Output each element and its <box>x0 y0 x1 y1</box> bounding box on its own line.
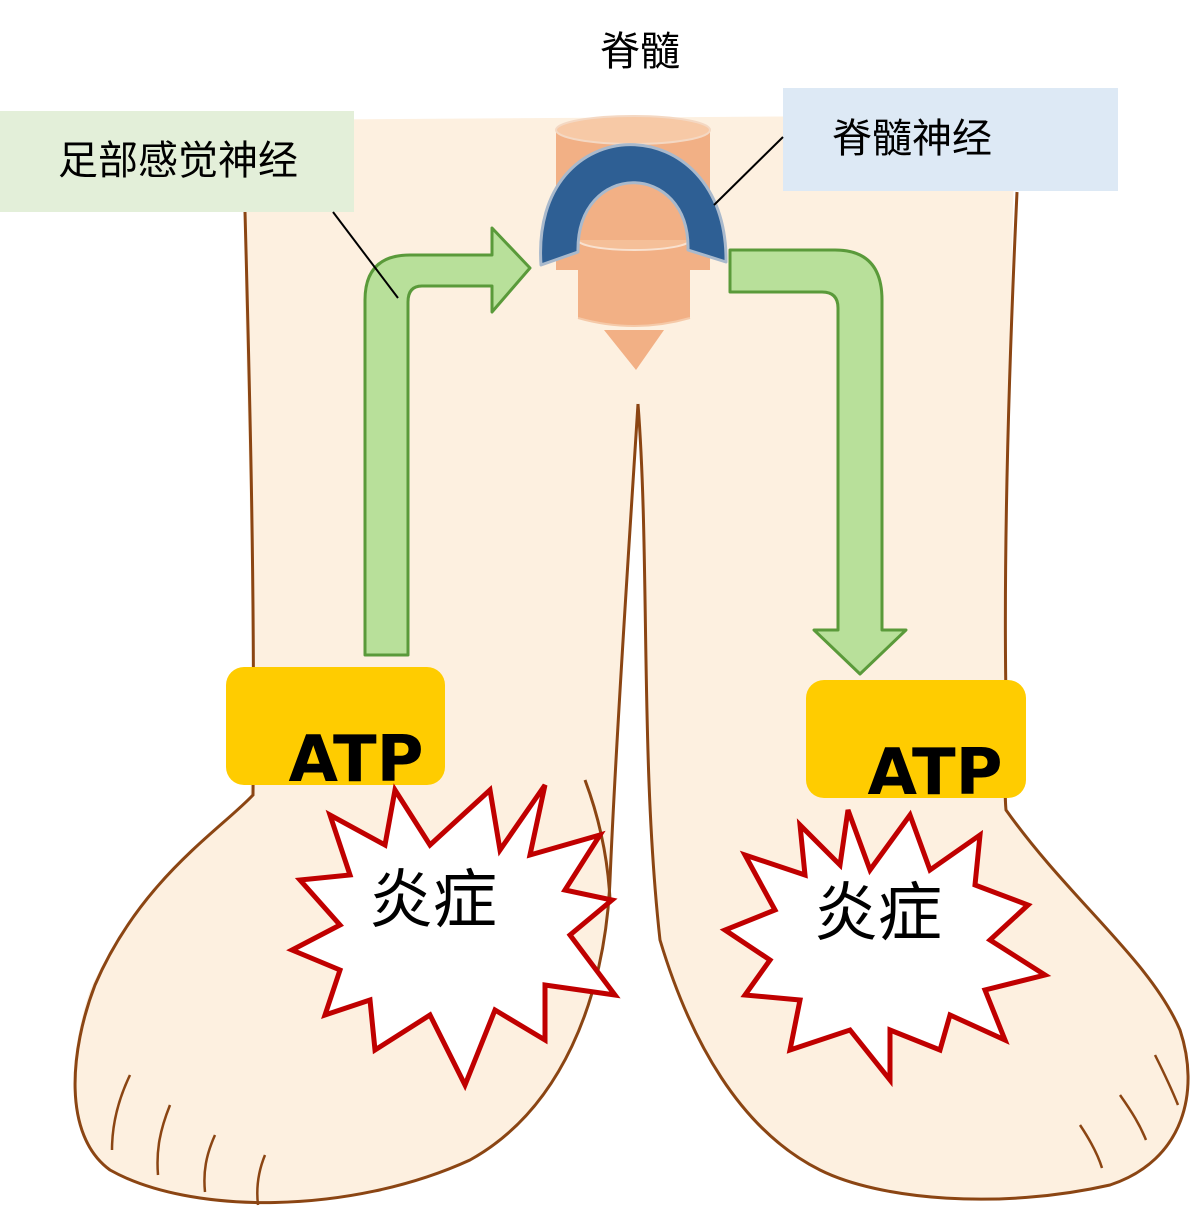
spinal-cord-label: 脊髓 <box>600 29 680 75</box>
afferent-arrow <box>363 226 532 657</box>
right-atp-box: ATP <box>806 680 1026 810</box>
left-inflammation-label: 炎症 <box>369 864 497 938</box>
left-atp-label: ATP <box>288 723 423 797</box>
right-burst-shape <box>719 809 1052 1088</box>
left-burst-shape <box>286 783 621 1092</box>
right-inflammation-burst: 炎症 <box>719 809 1052 1088</box>
left-atp-box: ATP <box>226 667 445 797</box>
left-ankle-crease <box>583 779 612 901</box>
foot-sensory-nerve-callout: 足部感觉神经 <box>0 111 399 299</box>
spinal-nerve-label: 脊髓神经 <box>832 116 992 162</box>
left-toe-lines <box>110 1074 267 1206</box>
spinal-nerve-arc <box>539 143 728 267</box>
right-inflammation-label: 炎症 <box>814 877 942 951</box>
left-inflammation-burst: 炎症 <box>286 783 621 1092</box>
efferent-arrow <box>728 248 908 676</box>
spinal-nerve-callout: 脊髓神经 <box>713 88 1118 206</box>
right-atp-label: ATP <box>867 736 1002 810</box>
foot-sensory-nerve-label: 足部感觉神经 <box>58 138 298 184</box>
right-toe-lines <box>1078 1054 1180 1169</box>
